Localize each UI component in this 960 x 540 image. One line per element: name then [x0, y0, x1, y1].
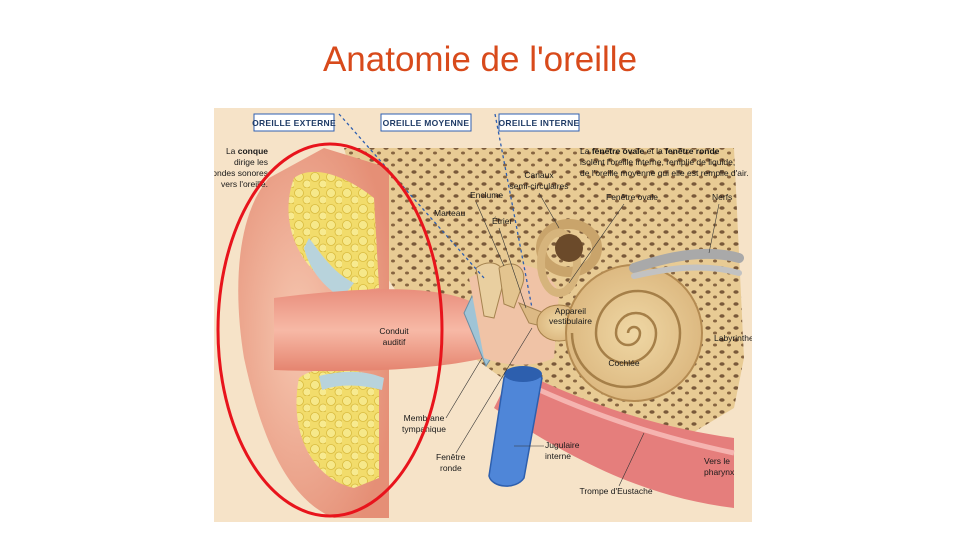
conque-line3: ondes sonores	[214, 168, 268, 178]
leader-canaux	[538, 192, 560, 229]
label-nerfs: Nerfs	[712, 192, 732, 202]
svg-text:La conque: La conque	[226, 146, 268, 156]
header-external: OREILLE EXTERNE	[252, 113, 336, 132]
cochlea-spiral	[570, 289, 682, 389]
header-external-text: OREILLE EXTERNE	[252, 118, 336, 128]
window-note-p1: La	[580, 146, 592, 156]
window-note-b2: fenêtre ronde	[665, 146, 720, 156]
conque-bold: conque	[238, 146, 268, 156]
leader-nerfs	[708, 203, 720, 254]
leader-membrane	[445, 357, 483, 419]
leader-trompe	[618, 432, 645, 487]
window-note-b1: fenêtre ovale	[592, 146, 645, 156]
leader-enclume	[475, 201, 505, 267]
label-appareil-2: vestibulaire	[549, 316, 592, 326]
semicircular-canal-core	[555, 234, 583, 262]
leader-etrier	[498, 227, 527, 309]
cartilage-blue-lower	[319, 371, 384, 390]
label-canaux-2: semi-circulaires	[509, 181, 568, 191]
eustachian-tube-highlight	[522, 380, 735, 456]
ear-anatomy-illustration: OREILLE EXTERNE OREILLE MOYENNE OREILLE …	[212, 108, 754, 522]
external-ear-highlight-ring	[216, 142, 444, 518]
ear-diagram-svg: OREILLE EXTERNE OREILLE MOYENNE OREILLE …	[212, 108, 754, 522]
label-conduit-1: Conduit	[379, 326, 409, 336]
label-trompe: Trompe d'Eustache	[579, 486, 652, 496]
label-appareil-1: Appareil	[555, 306, 586, 316]
lower-cartilage	[296, 368, 379, 488]
page-title: Anatomie de l'oreille	[322, 40, 638, 79]
label-jugulaire-1: Jugulaire	[545, 440, 580, 450]
label-fenetre-ronde-1: Fenêtre	[436, 452, 466, 462]
label-enclume: Enclume	[470, 190, 503, 200]
conque-note: La conque dirige les ondes sonores vers …	[212, 146, 268, 189]
label-labyrinthe: Labyrinthe	[714, 333, 752, 343]
window-note-p2: et la	[644, 146, 665, 156]
conque-line4: vers l'oreille.	[221, 179, 268, 189]
nerve-bundle	[629, 248, 744, 273]
leader-fenetre-ovale	[568, 203, 625, 284]
window-note: La fenêtre ovale et la fenêtre ronde iso…	[580, 146, 749, 178]
cochlea	[565, 264, 703, 402]
label-etrier: Étrier	[492, 216, 512, 226]
cartilage-blue-upper	[304, 238, 354, 298]
label-fenetre-ronde-2: ronde	[440, 463, 462, 473]
label-membrane-1: Membrane	[404, 413, 445, 423]
label-marteau: Marteau	[434, 208, 465, 218]
divider-middle-inner	[494, 113, 533, 309]
conque-line2: dirige les	[234, 157, 268, 167]
label-canaux-1: Canaux	[524, 170, 554, 180]
label-pharynx-1: Vers le	[704, 456, 730, 466]
label-cochlee: Cochlée	[608, 358, 639, 368]
label-jugulaire-2: interne	[545, 451, 571, 461]
label-conduit-2: auditif	[383, 337, 406, 347]
label-fenetre-ovale: Fenêtre ovale	[606, 192, 658, 202]
nerve-bundle-2	[631, 264, 742, 279]
eustachian-tube	[494, 368, 734, 508]
window-note-line2: isolent l'oreille interne, remplie de li…	[580, 157, 735, 167]
jugular-vein-opening	[504, 366, 542, 382]
semicircular-canal-2	[537, 229, 581, 297]
header-middle-text: OREILLE MOYENNE	[383, 118, 470, 128]
label-pharynx-2: pharynx	[704, 467, 735, 477]
svg-text:La fenêtre ovale et la fenêtre: La fenêtre ovale et la fenêtre ronde	[580, 146, 720, 156]
header-inner: OREILLE INTERNE	[498, 113, 580, 132]
header-middle: OREILLE MOYENNE	[380, 113, 472, 132]
leader-fenetre-ronde	[455, 327, 533, 454]
divider-external-middle	[338, 113, 485, 279]
conque-prefix: La	[226, 146, 238, 156]
ear-canal	[274, 289, 484, 372]
anvil-ossicle	[498, 263, 525, 309]
window-note-line3: de l'oreille moyenne qui elle est rempli…	[580, 168, 749, 178]
header-inner-text: OREILLE INTERNE	[498, 118, 579, 128]
